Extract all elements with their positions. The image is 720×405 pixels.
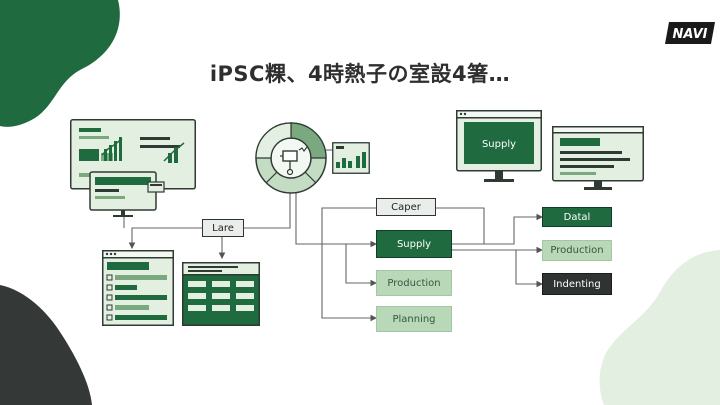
indenting-box: Indenting bbox=[542, 273, 612, 295]
report-monitor-icon bbox=[552, 126, 644, 190]
planning-box: Planning bbox=[376, 306, 452, 332]
connector-supply-to-production bbox=[345, 244, 378, 287]
logo-text: NAVI bbox=[673, 27, 708, 42]
process-ring-icon bbox=[255, 122, 327, 194]
dashboard-monitor-icon bbox=[89, 171, 165, 217]
mini-chart-icon bbox=[332, 142, 370, 174]
data-table-window-icon bbox=[182, 262, 260, 326]
top-left-blob bbox=[0, 0, 120, 127]
datal-box: Datal bbox=[542, 207, 612, 227]
connector-ring-to-supply bbox=[295, 188, 378, 248]
slide-title: iPSC粿、4時熱子の室設4箸… bbox=[209, 62, 511, 86]
lare-box: Lare bbox=[202, 219, 244, 237]
bottom-right-blob bbox=[599, 250, 720, 405]
connector-lare-left bbox=[128, 227, 202, 250]
supply-monitor-icon: Supply bbox=[456, 110, 542, 182]
supply-box: Supply bbox=[376, 230, 452, 258]
production-right-box: Production bbox=[542, 240, 612, 261]
navi-logo-icon: NAVI bbox=[665, 22, 715, 44]
connector-to-datal bbox=[452, 213, 544, 245]
connector-caper-right bbox=[436, 207, 485, 244]
supply-monitor-label: Supply bbox=[482, 139, 516, 150]
production-box: Production bbox=[376, 270, 452, 296]
connector-caper-branch bbox=[321, 207, 378, 322]
task-list-window-icon bbox=[102, 250, 174, 326]
caper-box: Caper bbox=[376, 198, 436, 216]
bottom-left-blob bbox=[0, 285, 92, 405]
connector-to-indenting bbox=[515, 250, 544, 288]
connector-lare-to-ring bbox=[244, 188, 291, 229]
